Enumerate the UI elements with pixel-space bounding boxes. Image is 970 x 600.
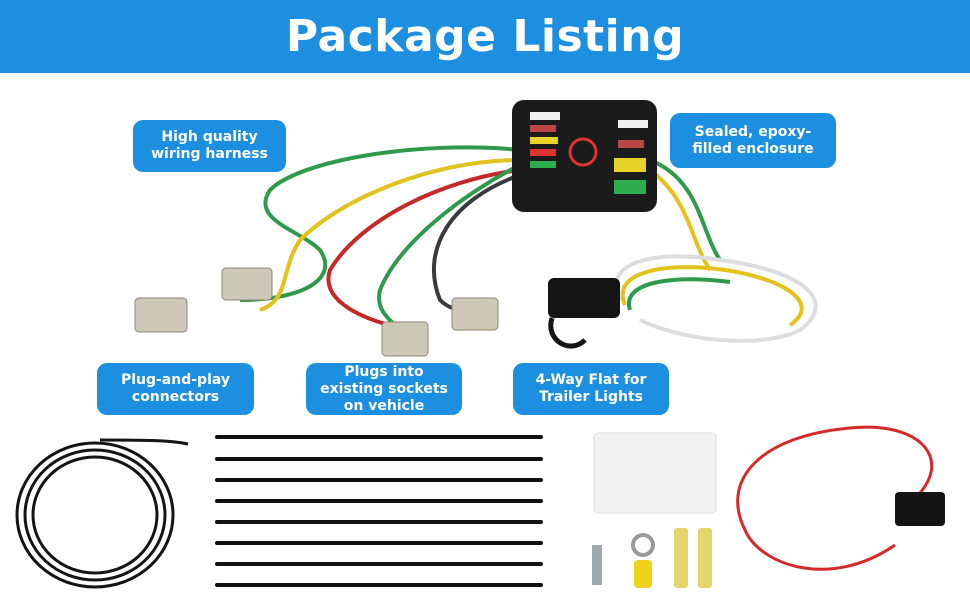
fuse-holder — [736, 425, 945, 571]
hardware-pack — [592, 432, 717, 588]
converter-module — [512, 100, 657, 212]
four-way-flat-connector — [548, 278, 620, 349]
callout-harness: High quality wiring harness — [133, 120, 286, 172]
callout-enclosure: Sealed, epoxy-filled enclosure — [670, 113, 836, 168]
title-banner: Package Listing — [0, 0, 970, 73]
vehicle-connectors — [134, 267, 499, 357]
wire-coil — [15, 438, 189, 589]
zip-ties — [215, 435, 543, 587]
callout-sockets: Plugs into existing sockets on vehicle — [306, 363, 462, 415]
callout-connectors: Plug-and-play connectors — [97, 363, 254, 415]
wiring-harness — [239, 145, 818, 343]
page-title: Package Listing — [285, 11, 685, 62]
callout-four-way-flat: 4-Way Flat for Trailer Lights — [513, 363, 669, 415]
